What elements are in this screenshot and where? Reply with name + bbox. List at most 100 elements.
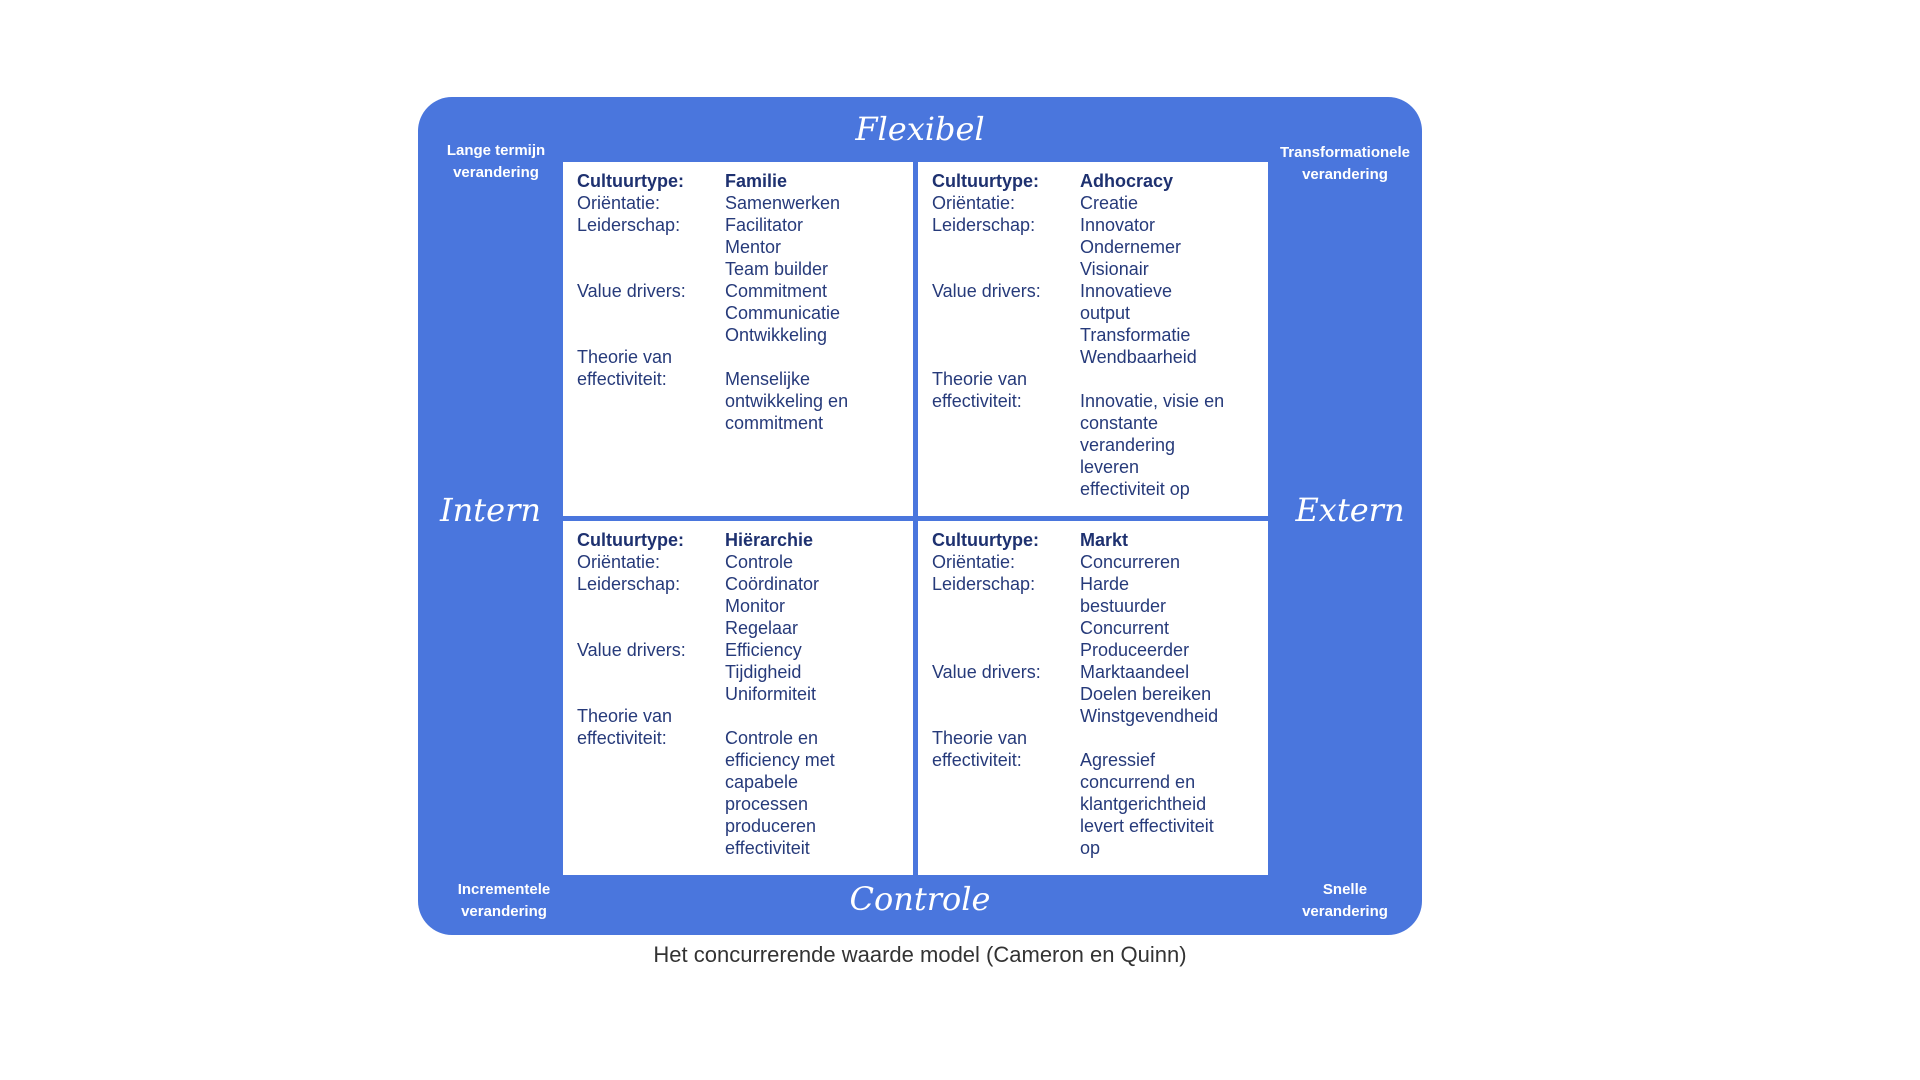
row-label: [577, 749, 725, 771]
row-label: Value drivers:: [932, 662, 1041, 682]
corner-label-bottom-left: Incrementele verandering: [434, 879, 574, 923]
axis-label-intern: Intern: [440, 491, 541, 529]
quadrant-row: Leiderschap:Coördinator: [577, 573, 903, 595]
quadrant-row: Theorie van: [932, 368, 1258, 390]
row-value: Monitor: [725, 596, 786, 616]
row-value: Menselijke: [725, 369, 811, 389]
row-label: [932, 617, 1080, 639]
row-value: verandering: [1080, 435, 1176, 455]
quadrant-row: output: [932, 302, 1258, 324]
row-label: [932, 815, 1080, 837]
quadrant-row: Leiderschap: Innovator: [932, 214, 1258, 236]
row-label: [932, 412, 1080, 434]
corner-line: verandering: [1302, 903, 1388, 920]
quadrant-row: concurrend en: [932, 771, 1258, 793]
row-label: [932, 705, 1080, 727]
row-value: commitment: [725, 413, 824, 433]
quadrant-row: effectiviteit: [577, 837, 903, 859]
corner-line: verandering: [453, 164, 539, 181]
row-label: [932, 595, 1080, 617]
row-value: Winstgevendheid: [1080, 706, 1219, 726]
row-value: Ondernemer: [1080, 237, 1182, 257]
row-label: [932, 324, 1080, 346]
row-value: processen: [725, 794, 809, 814]
quadrant-row: Tijdigheid: [577, 661, 903, 683]
quadrant-row: bestuurder: [932, 595, 1258, 617]
row-value: ontwikkeling en: [725, 391, 849, 411]
corner-label-top-left: Lange termijn verandering: [426, 140, 566, 184]
row-label: [932, 683, 1080, 705]
row-label: [577, 815, 725, 837]
row-label: [577, 390, 725, 412]
row-value: Innovator: [1080, 215, 1156, 235]
row-value: [1080, 368, 1258, 390]
quadrant-row: Regelaar: [577, 617, 903, 639]
axis-label-extern: Extern: [1295, 491, 1405, 529]
quadrant-row: Produceerder: [932, 639, 1258, 661]
corner-label-top-right: Transformationele verandering: [1268, 142, 1422, 186]
row-label: [577, 771, 725, 793]
model-frame: Flexibel Controle Intern Extern Lange te…: [418, 97, 1422, 935]
figure-caption: Het concurrerende waarde model (Cameron …: [653, 942, 1187, 967]
row-value: Produceerder: [1080, 640, 1190, 660]
axis-label-flexibel: Flexibel: [855, 110, 985, 148]
row-value: output: [1080, 303, 1131, 323]
corner-line: Transformationele: [1279, 144, 1411, 161]
row-label: [577, 258, 725, 280]
corner-line: verandering: [461, 903, 547, 920]
row-value: Wendbaarheid: [1080, 347, 1197, 367]
quadrant-row: Value drivers:Innovatieve: [932, 280, 1258, 302]
row-value: effectiviteit: [725, 838, 810, 858]
row-label: Leiderschap:: [932, 215, 1036, 235]
row-label: Leiderschap:: [577, 215, 681, 235]
quadrant-row: Ondernemer: [932, 236, 1258, 258]
quadrant-row: Oriëntatie:Concurreren: [932, 551, 1258, 573]
row-label: [932, 346, 1080, 368]
row-label: Cultuurtype:: [577, 171, 684, 191]
quadrant-row: op: [932, 837, 1258, 859]
row-value: Samenwerken: [725, 193, 841, 213]
quadrant-row: effectiviteit:Menselijke: [577, 368, 903, 390]
row-label: [932, 639, 1080, 661]
row-value: Agressief: [1080, 750, 1156, 770]
row-value: produceren: [725, 816, 817, 836]
row-value: bestuurder: [1080, 596, 1167, 616]
quadrant-row: Doelen bereiken: [932, 683, 1258, 705]
row-label: [932, 456, 1080, 478]
quadrant-row: Leiderschap:Harde: [932, 573, 1258, 595]
quadrant-row: produceren: [577, 815, 903, 837]
row-value: capabele: [725, 772, 799, 792]
quadrant-row: Winstgevendheid: [932, 705, 1258, 727]
corner-line: Snelle: [1322, 881, 1368, 898]
quadrant-row: Oriëntatie:Samenwerken: [577, 192, 903, 214]
row-value: leveren: [1080, 457, 1140, 477]
quadrant-row: commitment: [577, 412, 903, 434]
row-value: Controle: [725, 552, 794, 572]
row-label: [932, 434, 1080, 456]
quadrant-row: Oriëntatie:Controle: [577, 551, 903, 573]
row-label: Value drivers:: [577, 640, 686, 660]
row-label: Value drivers:: [577, 281, 686, 301]
row-value: Innovatieve: [1080, 281, 1173, 301]
corner-line: Lange termijn: [446, 142, 546, 159]
row-value: Communicatie: [725, 303, 841, 323]
row-label: Oriëntatie:: [932, 193, 1016, 213]
quadrant-row: Ontwikkeling: [577, 324, 903, 346]
row-label: Theorie van: [932, 728, 1028, 748]
row-label: Theorie van: [577, 706, 673, 726]
quadrant-row: processen: [577, 793, 903, 815]
row-label: [932, 258, 1080, 280]
quadrant-row: Value drivers:Efficiency: [577, 639, 903, 661]
row-value: constante: [1080, 413, 1159, 433]
quadrant-row: Visionair: [932, 258, 1258, 280]
culture-type-row: Cultuurtype:Adhocracy: [932, 170, 1258, 192]
row-label: [577, 302, 725, 324]
row-value: Familie: [725, 171, 788, 191]
corner-label-bottom-right: Snelle verandering: [1268, 879, 1422, 923]
row-value: Concurrent: [1080, 618, 1170, 638]
row-label: [932, 302, 1080, 324]
row-label: [577, 793, 725, 815]
